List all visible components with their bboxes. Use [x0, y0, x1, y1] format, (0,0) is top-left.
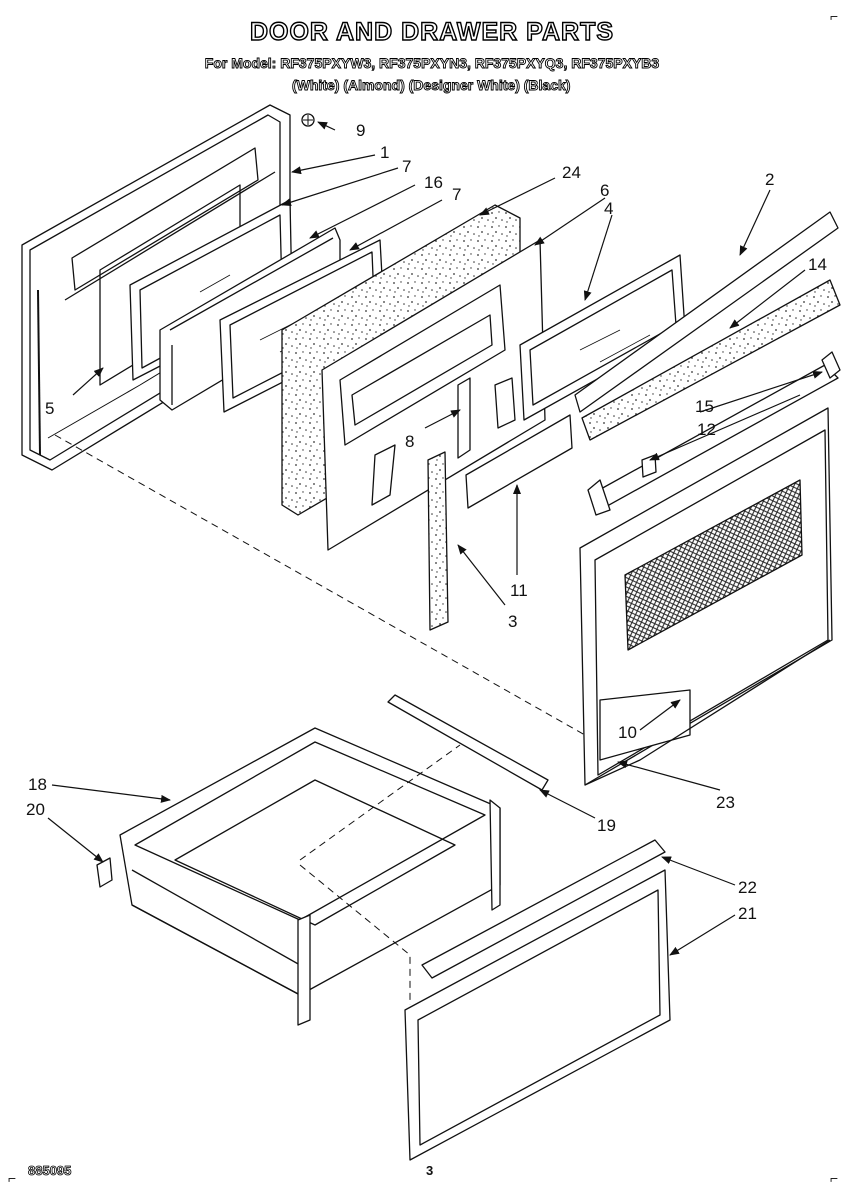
callout-8: 8 [405, 432, 414, 451]
callout-4: 4 [604, 199, 613, 218]
inner-door-liner-6 [321, 239, 546, 551]
leader-lines [47, 121, 823, 956]
page-title: DOOR AND DRAWER PARTS [249, 17, 615, 46]
alignment-line-drawer [299, 744, 461, 861]
callout-6: 6 [600, 181, 609, 200]
callout-14: 14 [808, 255, 827, 274]
corner-mark-bottom-left: ⌐ [8, 1170, 17, 1186]
callout-labels: 9 1 7 16 7 24 6 4 2 14 15 12 5 8 11 3 10… [26, 121, 827, 923]
corner-mark-top-right: ⌐ [830, 8, 839, 24]
document-code: 885095 [28, 1163, 72, 1179]
callout-22: 22 [738, 878, 757, 897]
drawer-rail-19 [387, 694, 549, 791]
callout-19: 19 [597, 816, 616, 835]
callout-16: 16 [424, 173, 443, 192]
hinge-bracket-8 [457, 377, 471, 459]
alignment-line-door [54, 434, 586, 736]
callout-5: 5 [45, 399, 54, 418]
callout-21: 21 [738, 904, 757, 923]
callout-2: 2 [765, 170, 774, 189]
model-numbers: For Model: RF375PXYW3, RF375PXYN3, RF375… [204, 55, 660, 72]
color-variants: (White) (Almond) (Designer White) (Black… [292, 77, 571, 94]
callout-18: 18 [28, 775, 47, 794]
callout-23: 23 [716, 793, 735, 812]
vent-trim-14 [581, 279, 841, 441]
drawer-front-panel-21 [404, 869, 671, 1161]
callout-11: 11 [510, 581, 528, 600]
callout-3: 3 [508, 612, 517, 631]
insulation-strip-3 [427, 451, 449, 631]
callout-12: 12 [697, 420, 716, 439]
callout-7-upper: 7 [402, 157, 411, 176]
drawer-panel-support-22 [421, 839, 666, 979]
callout-1: 1 [380, 143, 389, 162]
door-front-panel [579, 407, 833, 786]
callout-9: 9 [356, 121, 365, 140]
drawer-glide-20 [96, 857, 113, 888]
callout-7-lower: 7 [452, 185, 461, 204]
page-number: 3 [426, 1163, 434, 1178]
callout-10: 10 [618, 723, 637, 742]
door-trim-2 [574, 211, 839, 413]
callout-20: 20 [26, 800, 45, 819]
callout-24: 24 [562, 163, 581, 182]
callout-15: 15 [695, 397, 714, 416]
screw-9 [301, 113, 315, 127]
corner-mark-bottom-right: ⌐ [830, 1170, 839, 1186]
nameplate-11 [465, 414, 573, 509]
storage-drawer-18 [119, 727, 501, 1026]
